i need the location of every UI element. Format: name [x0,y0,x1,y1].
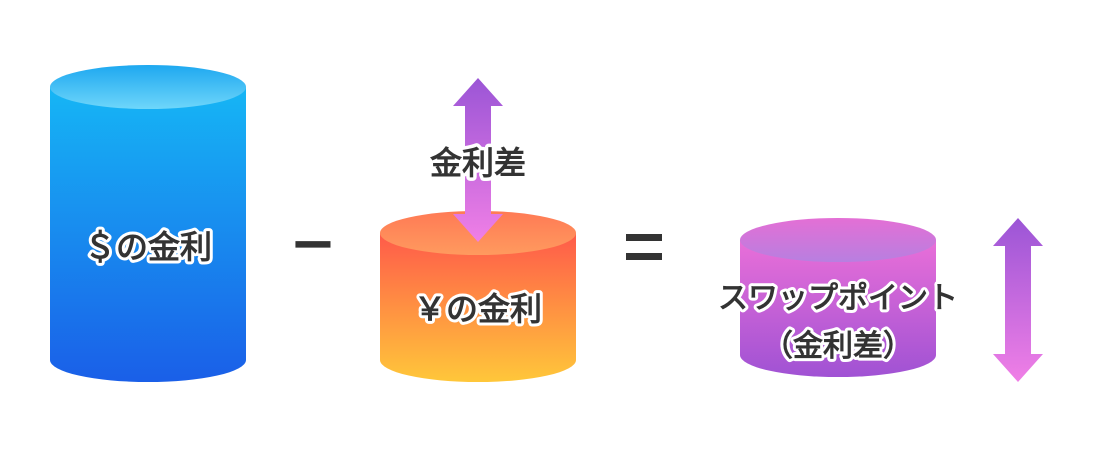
swap-point-cylinder [740,218,936,377]
jpy-rate-label: ￥の金利 [414,290,542,328]
minus-operator: − [290,211,337,276]
swap-point-label: スワップポイント [718,281,958,316]
spread-label: 金利差 [429,144,526,182]
spread-double-arrow-icon [453,78,503,242]
usd-rate-label: ＄の金利 [84,228,212,266]
usd-rate-cylinder: ＄の金利 [50,65,246,382]
jpy-rate-cylinder: ￥の金利 [380,211,576,382]
swap-double-arrow-icon [993,218,1043,382]
equals-operator [626,234,662,260]
swap-point-sublabel: （金利差） [763,329,913,364]
